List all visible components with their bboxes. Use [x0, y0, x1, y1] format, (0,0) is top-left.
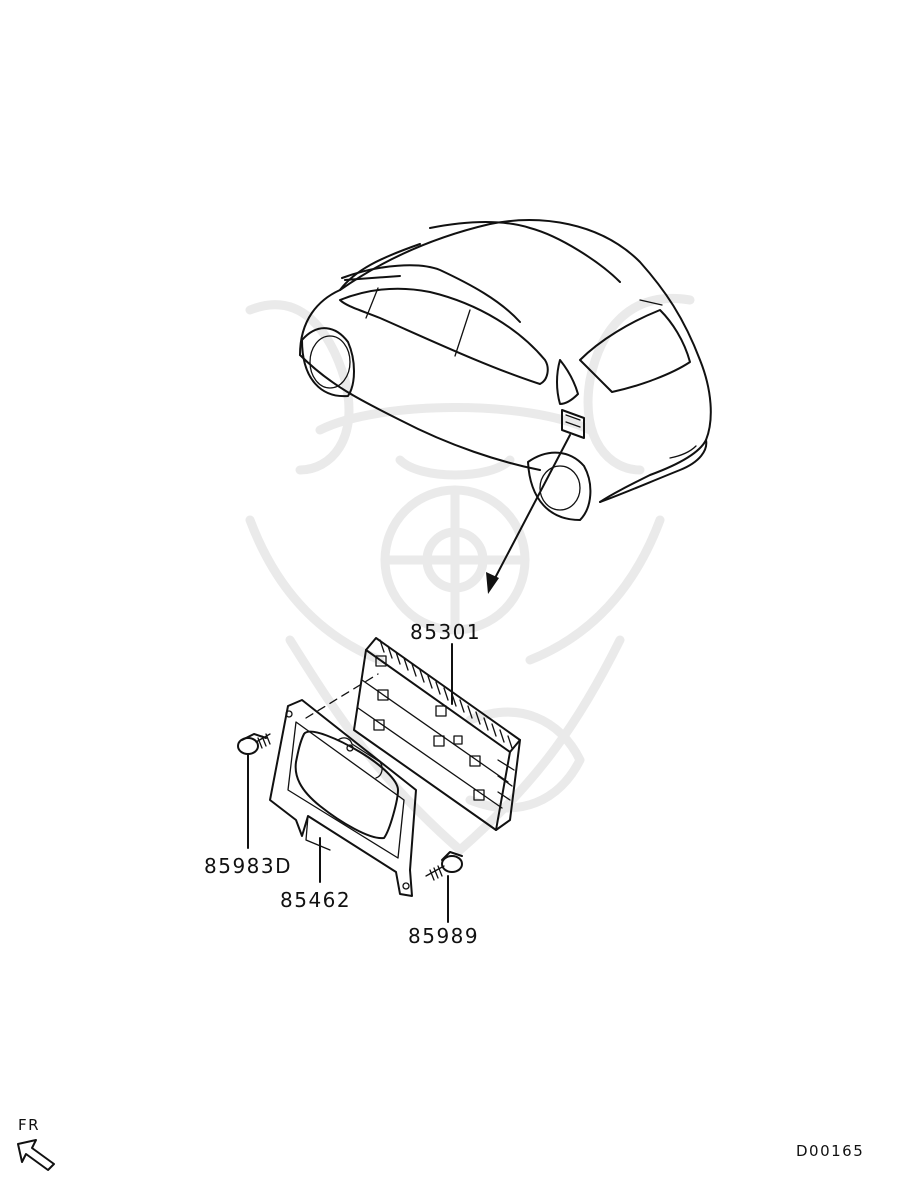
- control-unit: [353, 637, 521, 831]
- bolt-right: [425, 851, 463, 881]
- label-bracket: 85462: [280, 888, 352, 912]
- connector-pins: [379, 639, 513, 749]
- arrow-up-left-icon: [17, 1139, 55, 1171]
- vehicle-outline: [299, 219, 712, 521]
- label-unit: 85301: [410, 620, 482, 644]
- label-front: FR: [18, 1116, 41, 1134]
- label-bolt-right: 85989: [408, 924, 480, 948]
- label-bolt-left: 85983D: [204, 854, 293, 878]
- bolt-left: [237, 733, 271, 755]
- mounting-bracket: [269, 699, 417, 897]
- location-arrow: [486, 434, 571, 594]
- assembly-line: [305, 673, 379, 719]
- diagram-code: D00165: [796, 1142, 865, 1160]
- watermark-emblem: [245, 294, 695, 855]
